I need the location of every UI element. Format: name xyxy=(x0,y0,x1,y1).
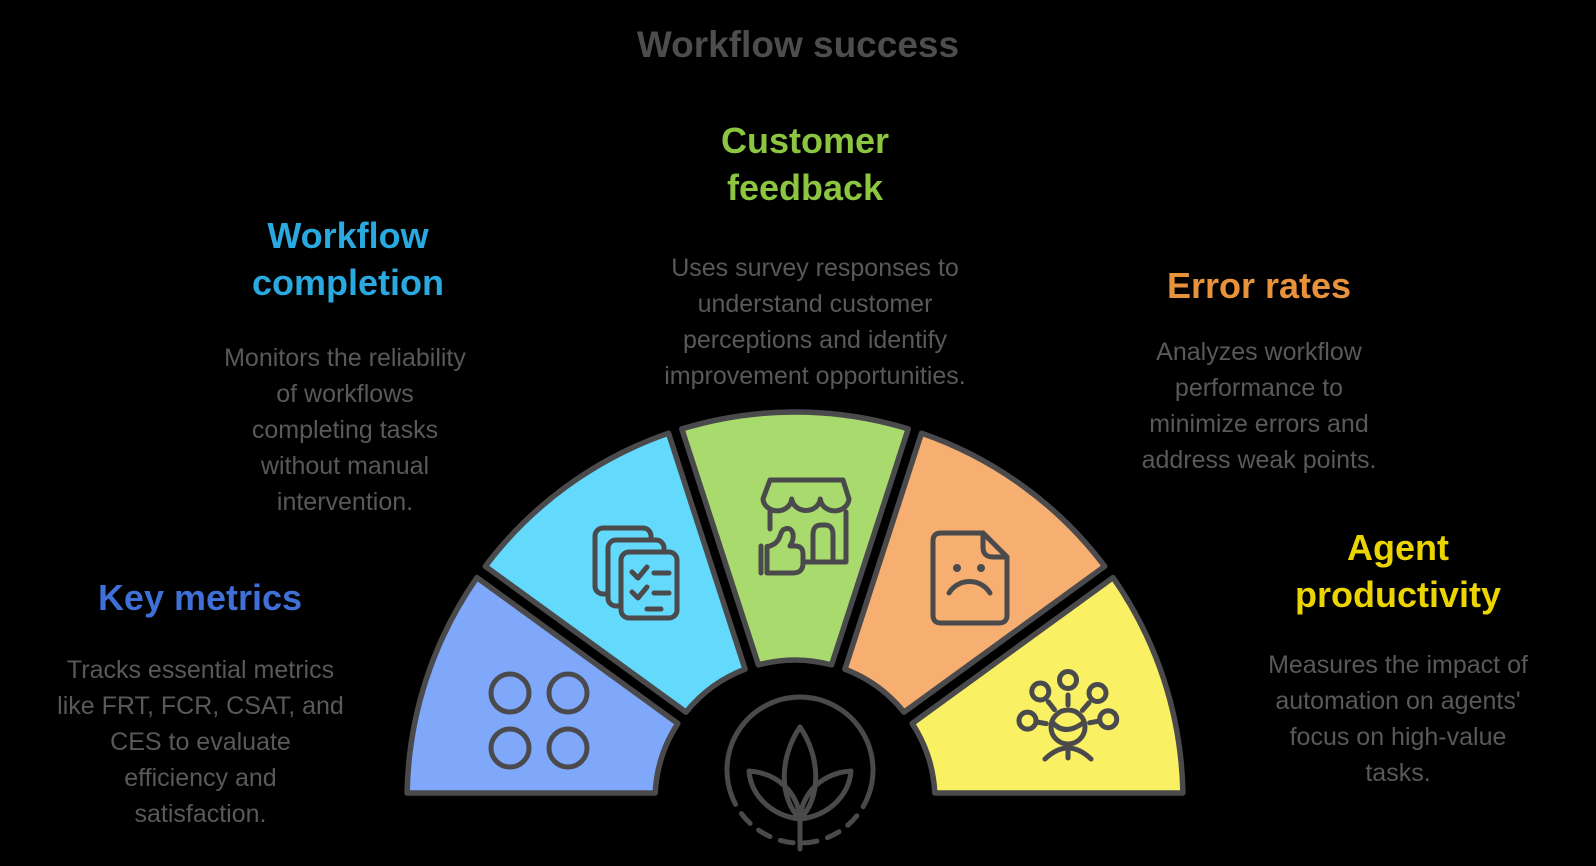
checklist-documents-icon xyxy=(592,525,680,621)
plant-sprout-icon xyxy=(724,694,876,852)
four-circles-icon xyxy=(488,671,590,770)
segment-key-metrics xyxy=(404,574,681,796)
section-heading-error-rates: Error rates xyxy=(1166,265,1352,306)
segment-customer-feedback xyxy=(679,409,911,668)
segment-error-rates xyxy=(842,430,1108,715)
section-description-error-rates: Analyzes workflow performance to minimiz… xyxy=(1141,338,1377,474)
section-heading-customer-feedback: Customer feedback xyxy=(720,120,890,208)
section-description-agent-productivity: Measures the impact of automation on age… xyxy=(1268,651,1528,787)
section-description-workflow-completion: Monitors the reliability of workflows co… xyxy=(224,344,466,516)
segment-workflow-completion xyxy=(482,430,748,715)
page-title: Workflow success xyxy=(636,24,960,65)
person-radiating-ideas-icon xyxy=(1016,669,1120,762)
sad-face-document-icon xyxy=(930,530,1010,626)
storefront-thumbs-up-icon xyxy=(758,477,852,576)
section-description-key-metrics: Tracks essential metrics like FRT, FCR, … xyxy=(57,656,344,828)
section-heading-workflow-completion: Workflow completion xyxy=(251,215,444,303)
section-heading-agent-productivity: Agent productivity xyxy=(1294,527,1501,615)
section-heading-key-metrics: Key metrics xyxy=(97,577,303,618)
section-description-customer-feedback: Uses survey responses to understand cust… xyxy=(664,254,966,390)
segment-agent-productivity xyxy=(909,574,1186,796)
